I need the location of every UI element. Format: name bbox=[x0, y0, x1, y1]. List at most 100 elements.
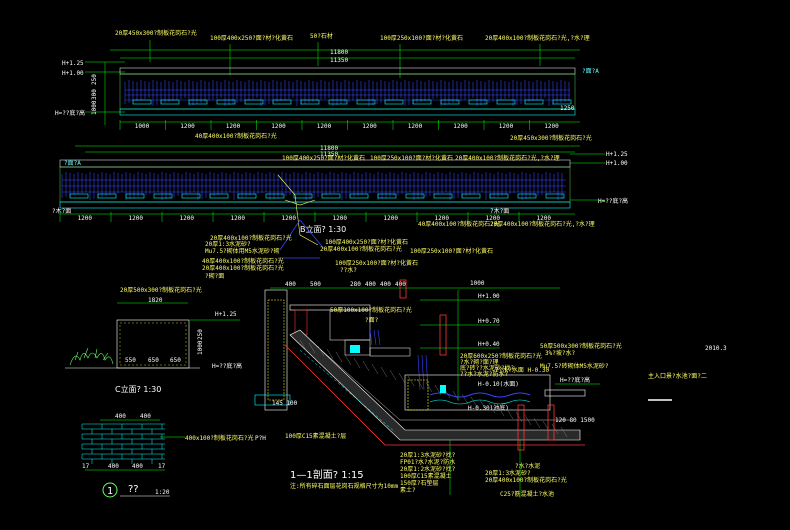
c-bottom-dim-2: 650 bbox=[148, 357, 159, 364]
dim-label: 1200 bbox=[271, 123, 286, 130]
section-top-dim-1: 400 bbox=[285, 281, 296, 288]
c-bottom-dim-3: 650 bbox=[170, 357, 181, 364]
slab-hatch bbox=[299, 339, 568, 438]
stone-block bbox=[216, 99, 236, 105]
stone-block bbox=[125, 193, 145, 199]
c-level-1: H+1.25 bbox=[215, 311, 237, 318]
plant-icon bbox=[69, 347, 114, 366]
dim-label: 1200 bbox=[544, 123, 559, 130]
waterfall bbox=[369, 329, 429, 391]
section-right-note-3: 底?砖??水泥砂?找? bbox=[460, 364, 514, 372]
section-bottom-note-6: 素土? bbox=[400, 486, 416, 494]
top-vdim-3: 1000 bbox=[91, 100, 98, 115]
stone-block bbox=[132, 99, 152, 105]
section-left-note-4: 40厚400x100?制板花岗石?光 bbox=[202, 257, 284, 265]
mid-tag: ?面?A bbox=[64, 160, 81, 167]
stone-block bbox=[97, 193, 117, 199]
section-bottom-note-7: ?水?水泥 bbox=[515, 462, 540, 470]
dim-label: 1200 bbox=[180, 215, 195, 222]
mid-note-3: 20厚400x100?制板花岗石?光,?水?理 bbox=[455, 154, 560, 162]
stone-block bbox=[440, 99, 460, 105]
top-right-dim: 1250 bbox=[560, 105, 575, 112]
detail-title: ?? bbox=[128, 484, 139, 495]
section-level-5: H-0.30(池底) bbox=[468, 404, 509, 412]
section-bottom-note-10: C25?筋混凝土?水池 bbox=[500, 490, 554, 498]
stone-block bbox=[321, 193, 341, 199]
stone-block bbox=[153, 193, 173, 199]
section-top-note-1: 100厚400x250?面?材?化黄石 bbox=[325, 238, 408, 246]
stone-block bbox=[517, 193, 537, 199]
section-levels: H+1.00 H+0.70 H+0.40 H-0.10(水面) H-0.30(池… bbox=[420, 293, 600, 412]
top-vdim-2: 300 bbox=[91, 89, 98, 100]
section-title: 1—1剖面? 1:15 bbox=[290, 468, 364, 481]
section-top-dim-4: 400 bbox=[365, 281, 376, 288]
mid-dim-2: 11350 bbox=[320, 151, 338, 158]
detail-brick-grid bbox=[81, 423, 165, 464]
c-title: C立面? 1:30 bbox=[115, 384, 161, 394]
stone-block bbox=[181, 193, 201, 199]
section-left-note-2: 20厚1:3水泥砂? bbox=[205, 240, 251, 248]
top-level-2: H+1.00 bbox=[62, 70, 84, 77]
top-bottom-note: 40厚400x100?制板花岗石?光 bbox=[195, 132, 277, 140]
mid-bottom-note-1: 40厚400x100?制板花岗石?光 bbox=[418, 220, 500, 228]
dim-label: 1200 bbox=[408, 123, 423, 130]
section-left-note-1: 20厚400x100?制板花岗石?光 bbox=[210, 234, 292, 242]
section-right-note-1: 20厚600x250?制板花岗石?光 bbox=[460, 352, 542, 360]
stone-block bbox=[160, 99, 180, 105]
stone-block bbox=[552, 99, 572, 105]
section-bottom-note-1: 20厚1:3水泥砂?找? bbox=[400, 451, 456, 459]
stone-block bbox=[328, 99, 348, 105]
c-elevation: 20厚500x300?制板花岗石?光 1820 H+1.25 H=??底?高 2… bbox=[65, 286, 242, 394]
c-right-dim-2: 1000 bbox=[197, 340, 204, 355]
detail-bottom-dim-1: 17 bbox=[82, 463, 90, 470]
top-note-2: 100厚400x250?面?材?化黄石 bbox=[210, 34, 293, 42]
top-level-1: H+1.25 bbox=[62, 60, 84, 67]
section-level-2: H+0.70 bbox=[478, 318, 500, 325]
dim-label: 1200 bbox=[333, 215, 348, 222]
stone-block bbox=[461, 193, 481, 199]
dim-label: 1200 bbox=[499, 123, 514, 130]
detail-scale: 1:20 bbox=[155, 489, 170, 496]
section-top-dim-2: 500 bbox=[310, 281, 321, 288]
dim-label: 1200 bbox=[486, 215, 501, 222]
mid-bottom-note-2: 20厚400x100?制板花岗石?光,?水?理 bbox=[490, 220, 595, 228]
detail-mark: P?H bbox=[255, 435, 266, 442]
section-top-note-4: 100厚250x100?面?材?化黄石 bbox=[335, 259, 418, 267]
dim-label: 1200 bbox=[435, 215, 450, 222]
section-level-4: H-0.10(水面) bbox=[478, 380, 519, 388]
stone-block bbox=[496, 99, 516, 105]
section-bottom-note-2: FP01?水?水泥?防水 bbox=[400, 458, 455, 466]
top-note-4: 100厚250x100?面?材?化黄石 bbox=[380, 34, 463, 42]
top-note-1: 20厚450x300?制板花岗石?光 bbox=[115, 29, 197, 37]
stone-block bbox=[209, 193, 229, 199]
section-pipe-label: ?面? bbox=[365, 317, 379, 324]
mid-level-1: H+1.25 bbox=[606, 151, 628, 158]
title-date: 2010.3 bbox=[705, 345, 727, 352]
detail-top-dim-1: 400 bbox=[115, 413, 126, 420]
section-level-3: H+0.40 bbox=[478, 341, 500, 348]
top-note-3: 50?石材 bbox=[310, 32, 333, 40]
section-right-note-7: Mu7.5?砖砌体M5水泥砂? bbox=[540, 362, 609, 370]
c-right-dim-1: 250 bbox=[197, 329, 204, 340]
dim-label: 1200 bbox=[453, 123, 468, 130]
section-bottom-notes-1: 20厚1:3水泥砂?找? FP01?水?水泥?防水 20厚1:2水泥砂?找? 1… bbox=[400, 451, 456, 494]
stone-block bbox=[188, 99, 208, 105]
top-dim-1: 11800 bbox=[330, 49, 348, 56]
top-elev-hatch bbox=[125, 89, 570, 101]
detail-number: 1 bbox=[107, 486, 113, 497]
section-top-dim-6: 400 bbox=[395, 281, 406, 288]
section-right-note-5: 50厚500x300?制板花岗石?光 bbox=[540, 342, 622, 350]
section-left-note-3: Mu7.5?砌体用M5水泥砂?砌 bbox=[205, 247, 280, 255]
stone-block bbox=[489, 193, 509, 199]
stone-block bbox=[433, 193, 453, 199]
section-bottom-left-note: 100厚C15素混凝土?层 bbox=[285, 432, 346, 440]
stone-block bbox=[237, 193, 257, 199]
section-left-dims: 145 100 bbox=[272, 400, 298, 407]
mid-top-note: 20厚450x300?制板花岗石?光 bbox=[510, 134, 592, 142]
section-top-dim-7: 1000 bbox=[470, 280, 485, 287]
section-subnote: 注:所有碎石面层花岗石规格尺寸为10mm bbox=[290, 482, 398, 490]
section-bottom-note-8: 20厚1:3水泥砂? bbox=[485, 469, 531, 477]
section-top-dim-3: 280 bbox=[350, 281, 361, 288]
